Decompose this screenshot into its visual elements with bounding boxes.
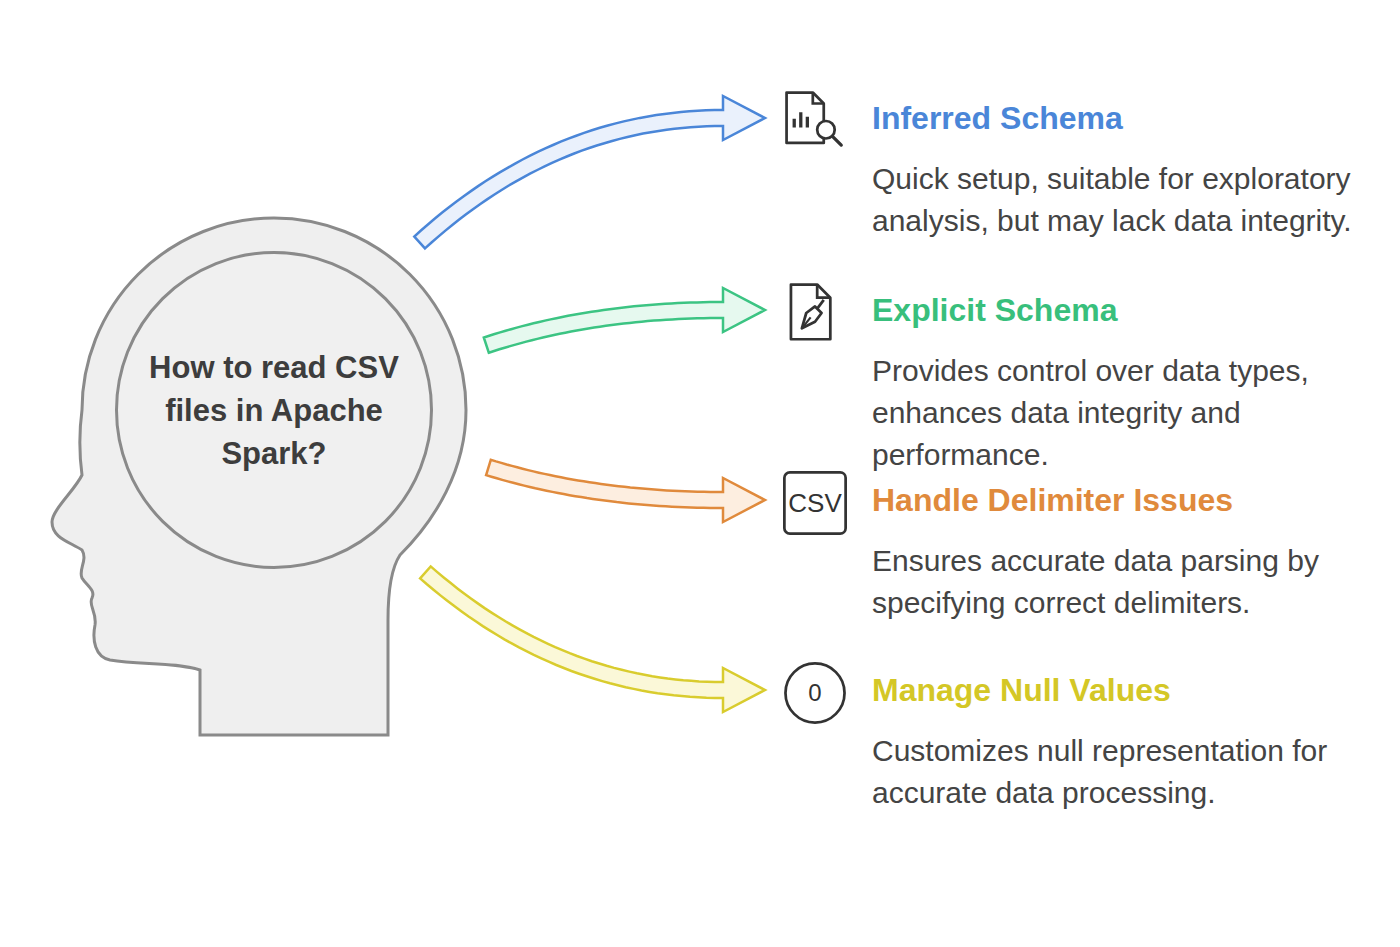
icon-label: 0 xyxy=(780,658,850,728)
option-icon xyxy=(780,86,850,156)
option-description: Customizes null representation for accur… xyxy=(872,730,1377,814)
block-arrow xyxy=(420,566,765,712)
option-description: Provides control over data types, enhanc… xyxy=(872,350,1377,476)
block-arrow xyxy=(414,96,765,248)
option-item: Handle Delimiter IssuesEnsures accurate … xyxy=(765,478,1385,624)
icon-label: CSV xyxy=(780,468,850,538)
option-item: Manage Null ValuesCustomizes null repres… xyxy=(765,668,1385,814)
option-item: Explicit SchemaProvides control over dat… xyxy=(765,288,1385,476)
option-heading: Inferred Schema xyxy=(872,96,1385,140)
option-heading: Handle Delimiter Issues xyxy=(872,478,1385,522)
option-heading: Manage Null Values xyxy=(872,668,1385,712)
question-text: How to read CSV files in Apache Spark? xyxy=(149,346,399,475)
option-heading: Explicit Schema xyxy=(872,288,1385,332)
block-arrow xyxy=(484,288,765,353)
option-item: Inferred SchemaQuick setup, suitable for… xyxy=(765,96,1385,242)
question-circle: How to read CSV files in Apache Spark? xyxy=(115,251,433,569)
option-description: Quick setup, suitable for exploratory an… xyxy=(872,158,1377,242)
option-description: Ensures accurate data parsing by specify… xyxy=(872,540,1377,624)
block-arrow xyxy=(486,460,765,522)
head-silhouette xyxy=(52,218,466,735)
option-icon xyxy=(780,278,850,348)
